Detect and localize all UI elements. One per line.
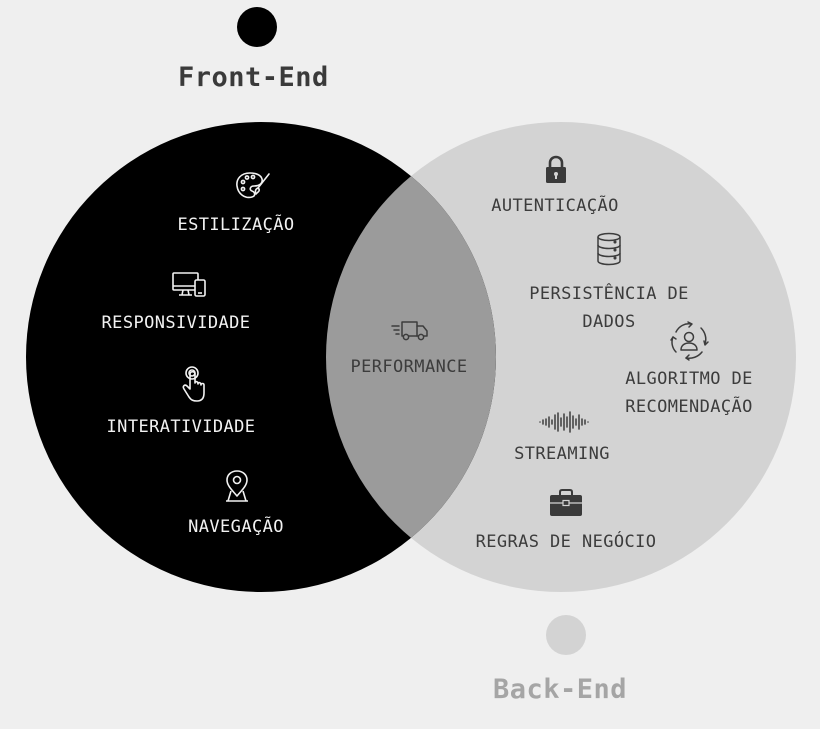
back-end-item-label: STREAMING bbox=[514, 444, 610, 464]
palette-icon bbox=[234, 170, 272, 206]
lock-icon bbox=[544, 155, 568, 189]
delivery-truck-icon bbox=[390, 318, 430, 346]
back-end-item-label: REGRAS DE NEGÓCIO bbox=[475, 532, 657, 552]
devices-icon bbox=[170, 270, 208, 304]
back-end-item-label: PERSISTÊNCIA DE bbox=[529, 284, 689, 304]
map-pin-icon bbox=[224, 468, 250, 508]
back-end-item-label: AUTENTICAÇÃO bbox=[491, 196, 619, 216]
front-end-item-label: RESPONSIVIDADE bbox=[101, 313, 251, 333]
touch-icon bbox=[178, 365, 208, 407]
back-end-title: Back-End bbox=[493, 674, 628, 705]
back-end-legend-dot bbox=[546, 615, 586, 655]
back-end-item-label: RECOMENDAÇÃO bbox=[625, 397, 753, 417]
overlap-region bbox=[326, 122, 496, 592]
overlap-label: PERFORMANCE bbox=[350, 357, 468, 377]
briefcase-icon bbox=[548, 488, 584, 522]
back-end-item-label: DADOS bbox=[582, 312, 636, 332]
back-end-item-label: ALGORITMO DE bbox=[625, 369, 753, 389]
front-end-item-label: NAVEGAÇÃO bbox=[188, 517, 284, 537]
front-end-title: Front-End bbox=[178, 62, 329, 93]
database-icon bbox=[595, 232, 623, 270]
front-end-item-label: ESTILIZAÇÃO bbox=[177, 215, 295, 235]
waveform-icon bbox=[538, 410, 590, 438]
front-end-legend-dot bbox=[237, 7, 277, 47]
front-end-item-label: INTERATIVIDADE bbox=[106, 417, 256, 437]
recommendation-icon bbox=[668, 320, 710, 366]
